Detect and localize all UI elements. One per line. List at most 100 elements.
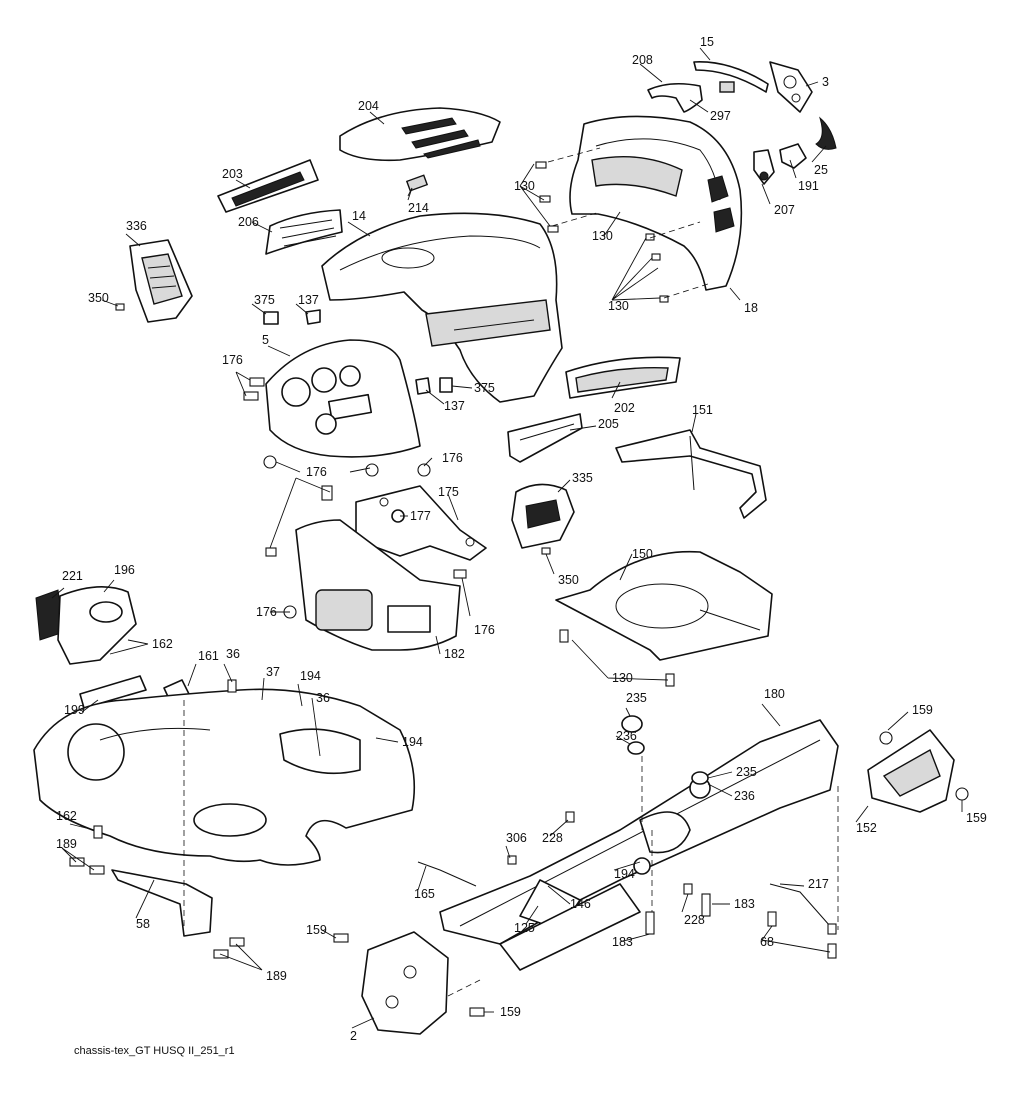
part-floor-pan	[555, 550, 773, 661]
callout-68: 68	[760, 935, 774, 949]
callout-146: 146	[570, 897, 591, 911]
part-side-panel-right	[511, 483, 575, 549]
part-mounts	[621, 715, 709, 785]
callout-189: 189	[266, 969, 287, 983]
callout-25: 25	[814, 163, 828, 177]
part-side-panel-left	[129, 239, 193, 323]
part-rods	[417, 861, 831, 927]
callout-176: 176	[222, 353, 243, 367]
callout-3: 3	[822, 75, 829, 89]
part-connector	[405, 174, 429, 197]
callout-137: 137	[298, 293, 319, 307]
callout-206: 206	[238, 215, 259, 229]
callout-2: 2	[350, 1029, 357, 1043]
callout-150: 150	[632, 547, 653, 561]
callout-205: 205	[598, 417, 619, 431]
callout-199: 199	[64, 703, 85, 717]
callout-162: 162	[56, 809, 77, 823]
callout-208: 208	[632, 53, 653, 67]
part-bolts	[69, 161, 837, 1017]
callout-159: 159	[966, 811, 987, 825]
callout-207: 207	[774, 203, 795, 217]
callout-175: 175	[438, 485, 459, 499]
callout-228: 228	[684, 913, 705, 927]
callout-152: 152	[856, 821, 877, 835]
callout-125: 125	[514, 921, 535, 935]
callout-217: 217	[808, 877, 829, 891]
callout-159: 159	[912, 703, 933, 717]
callout-151: 151	[692, 403, 713, 417]
part-lower-trim	[507, 413, 583, 463]
callout-183: 183	[612, 935, 633, 949]
callout-194: 194	[300, 669, 321, 683]
part-seat-bracket-right	[867, 729, 969, 813]
part-support-bracket	[615, 429, 767, 519]
part-front-grille	[565, 356, 681, 399]
part-grille-panel	[265, 209, 343, 255]
callout-176: 176	[474, 623, 495, 637]
part-frame-rail	[439, 719, 839, 971]
callout-5: 5	[262, 333, 269, 347]
callout-203: 203	[222, 167, 243, 181]
part-rear-bracket	[111, 869, 213, 937]
callout-306: 306	[506, 831, 527, 845]
part-dash-housing	[295, 519, 461, 651]
callout-375: 375	[254, 293, 275, 307]
part-front-axle-bracket	[361, 931, 449, 1035]
callout-159: 159	[500, 1005, 521, 1019]
callout-228: 228	[542, 831, 563, 845]
part-dash-console	[265, 339, 421, 458]
callout-36: 36	[316, 691, 330, 705]
callout-235: 235	[736, 765, 757, 779]
callout-236: 236	[734, 789, 755, 803]
diagram-caption: chassis-tex_GT HUSQ II_251_r1	[74, 1045, 235, 1057]
callout-15: 15	[700, 35, 714, 49]
callout-130: 130	[608, 299, 629, 313]
callout-235: 235	[626, 691, 647, 705]
callout-165: 165	[414, 887, 435, 901]
part-seat-pan	[35, 586, 137, 665]
callout-162: 162	[152, 637, 173, 651]
part-hood-shell	[321, 212, 563, 403]
callout-350: 350	[558, 573, 579, 587]
callout-14: 14	[352, 209, 366, 223]
callout-182: 182	[444, 647, 465, 661]
part-hood-bracket	[647, 81, 735, 113]
alignment-lines	[183, 147, 839, 997]
callout-183: 183	[734, 897, 755, 911]
callout-350: 350	[88, 291, 109, 305]
callout-189: 189	[56, 837, 77, 851]
callout-214: 214	[408, 201, 429, 215]
callout-202: 202	[614, 401, 635, 415]
callout-194: 194	[402, 735, 423, 749]
callout-335: 335	[572, 471, 593, 485]
callout-36: 36	[226, 647, 240, 661]
leader-lines	[51, 47, 963, 1029]
part-front-nose	[569, 115, 743, 291]
part-rear-fender	[33, 688, 416, 866]
callout-161: 161	[198, 649, 219, 663]
part-pins	[243, 377, 467, 619]
callout-180: 180	[764, 687, 785, 701]
callout-176: 176	[256, 605, 277, 619]
callout-191: 191	[798, 179, 819, 193]
callout-130: 130	[592, 229, 613, 243]
part-vent-strip	[217, 159, 319, 213]
part-headlight-lens	[769, 61, 813, 113]
callout-177: 177	[410, 509, 431, 523]
callout-297: 297	[710, 109, 731, 123]
callout-130: 130	[612, 671, 633, 685]
callout-375: 375	[474, 381, 495, 395]
callout-130: 130	[514, 179, 535, 193]
callout-196: 196	[114, 563, 135, 577]
callout-58: 58	[136, 917, 150, 931]
callout-336: 336	[126, 219, 147, 233]
callout-18: 18	[744, 301, 758, 315]
callout-176: 176	[442, 451, 463, 465]
callout-176: 176	[306, 465, 327, 479]
callout-159: 159	[306, 923, 327, 937]
part-hood-top	[339, 107, 501, 162]
callout-204: 204	[358, 99, 379, 113]
